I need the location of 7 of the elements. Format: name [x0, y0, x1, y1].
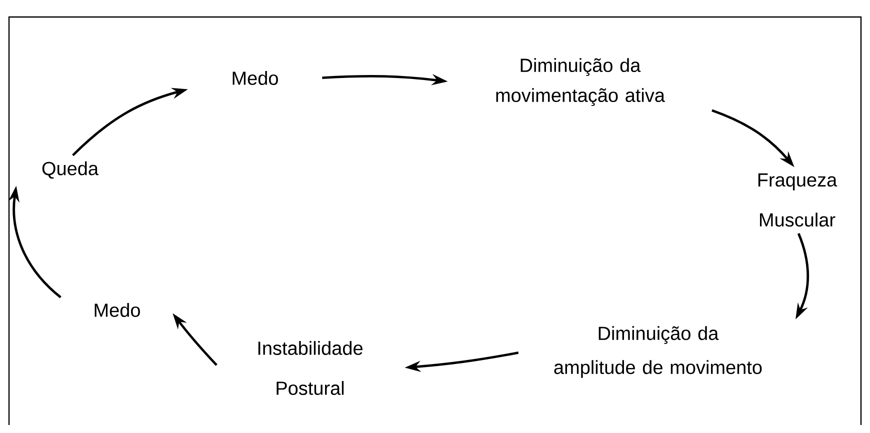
cycle-step-label: Queda — [42, 161, 99, 179]
cycle-step-label: Medo — [94, 303, 140, 317]
cycle-step-label: Fraqueza Muscular — [758, 173, 838, 227]
cycle-step-label: Medo — [232, 71, 278, 85]
cycle-step-label: Diminuição da movimentação ativa — [496, 58, 665, 106]
cycle-step-label: Diminuição da amplitude de movimento — [554, 326, 762, 378]
cycle-step-label: Instabilidade Postural — [258, 341, 362, 395]
